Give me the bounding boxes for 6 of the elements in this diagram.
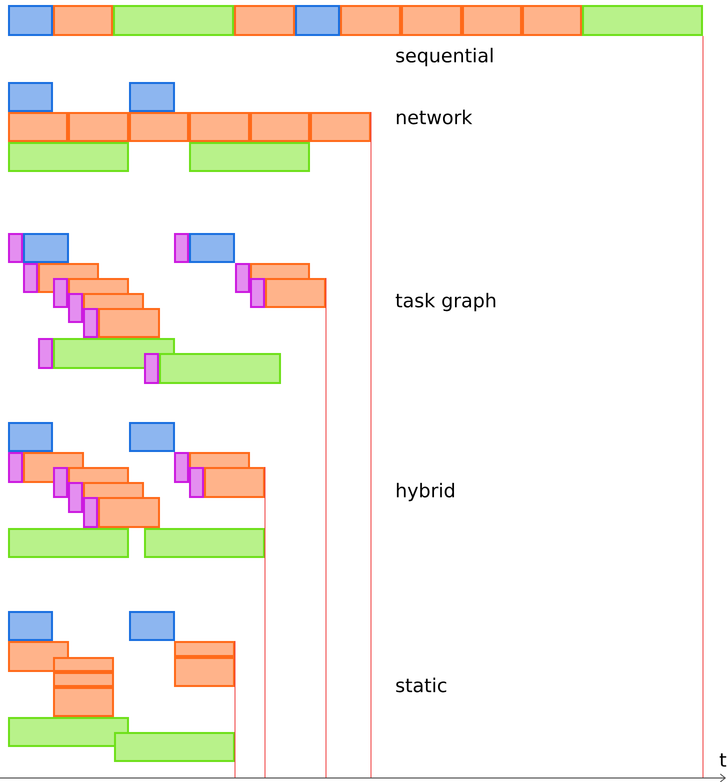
row-label: hybrid: [396, 482, 454, 502]
axis-label: t: [720, 753, 726, 767]
row-label: static: [396, 678, 446, 692]
row-label: sequential: [396, 48, 492, 66]
row-label: network: [396, 110, 472, 124]
row-label: task graph: [396, 292, 496, 312]
